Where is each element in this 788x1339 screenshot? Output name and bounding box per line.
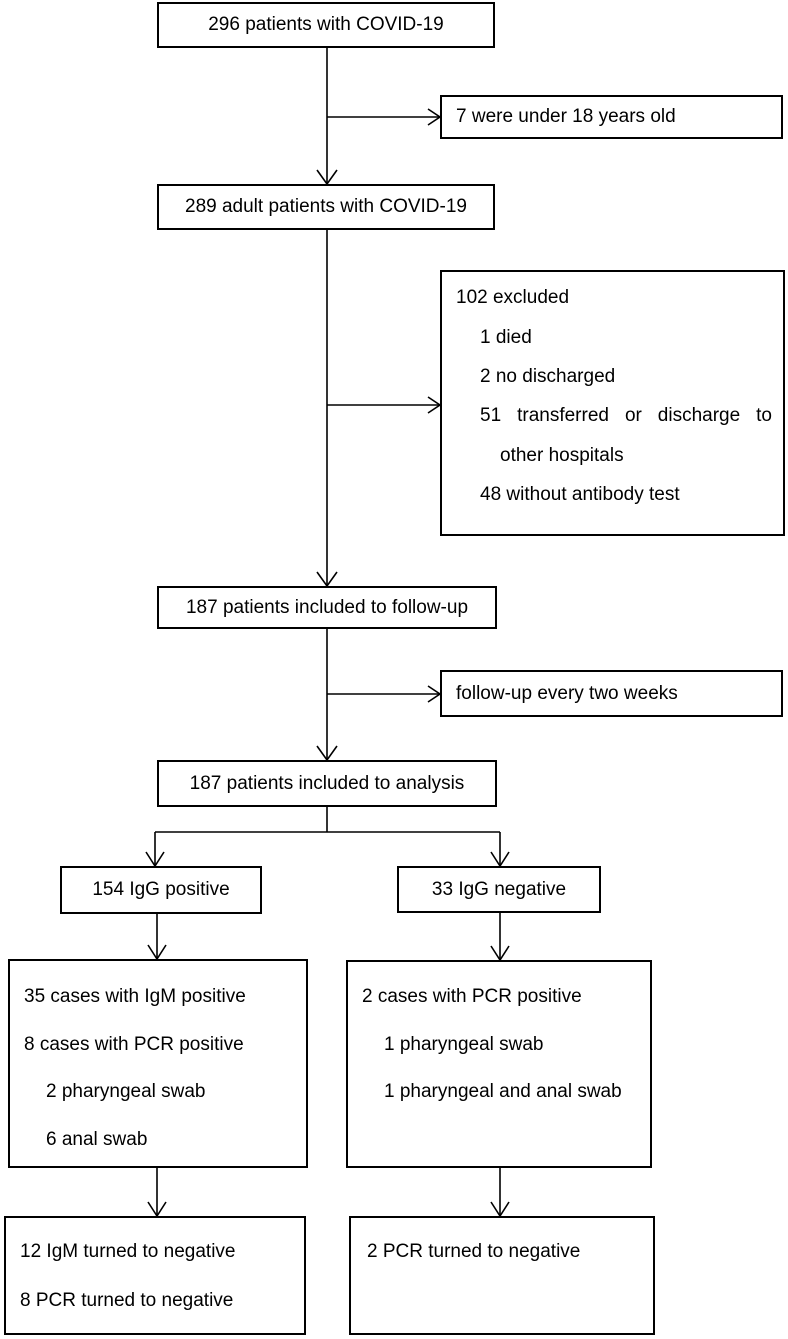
negative-detail-line: 1 pharyngeal and anal swab: [384, 1081, 622, 1102]
excluded-item: 48 without antibody test: [480, 484, 680, 505]
box-positive-detail: 35 cases with IgM positive 8 cases with …: [8, 959, 308, 1168]
box-excluded: 102 excluded 1 died 2 no discharged 51 t…: [440, 270, 785, 536]
negative-outcome-line: 2 PCR turned to negative: [367, 1241, 581, 1262]
box-negative-detail: 2 cases with PCR positive 1 pharyngeal s…: [346, 960, 652, 1168]
box-under-18-excluded: 7 were under 18 years old: [440, 95, 783, 139]
box-total-patients-text: 296 patients with COVID-19: [208, 14, 444, 35]
positive-detail-line: 8 cases with PCR positive: [24, 1034, 244, 1055]
excluded-item: 51 transferred or discharge to: [480, 405, 772, 426]
box-positive-outcome: 12 IgM turned to negative 8 PCR turned t…: [4, 1216, 306, 1335]
box-adult-patients: 289 adult patients with COVID-19: [157, 184, 495, 230]
box-total-patients: 296 patients with COVID-19: [157, 2, 495, 48]
excluded-title: 102 excluded: [456, 287, 570, 308]
positive-outcome-line: 12 IgM turned to negative: [20, 1241, 236, 1262]
excluded-item: other hospitals: [500, 445, 624, 466]
box-under-18-text: 7 were under 18 years old: [456, 106, 676, 127]
negative-detail-line: 2 cases with PCR positive: [362, 986, 582, 1007]
box-igg-positive-text: 154 IgG positive: [92, 879, 230, 900]
positive-detail-line: 2 pharyngeal swab: [46, 1081, 206, 1102]
box-negative-outcome: 2 PCR turned to negative: [349, 1216, 655, 1335]
box-adult-patients-text: 289 adult patients with COVID-19: [185, 196, 467, 217]
excluded-item: 2 no discharged: [480, 366, 616, 387]
box-analysis: 187 patients included to analysis: [157, 760, 497, 807]
box-igg-negative: 33 IgG negative: [397, 866, 601, 913]
box-followup-text: 187 patients included to follow-up: [185, 596, 469, 618]
box-followup-note-text: follow-up every two weeks: [456, 682, 678, 704]
box-followup-note: follow-up every two weeks: [440, 670, 783, 717]
box-igg-negative-text: 33 IgG negative: [431, 878, 567, 900]
excluded-item: 1 died: [480, 327, 532, 348]
box-followup: 187 patients included to follow-up: [157, 586, 497, 629]
positive-detail-line: 35 cases with IgM positive: [24, 986, 246, 1007]
box-analysis-text: 187 patients included to analysis: [189, 772, 465, 794]
positive-detail-line: 6 anal swab: [46, 1129, 148, 1150]
positive-outcome-line: 8 PCR turned to negative: [20, 1290, 234, 1311]
negative-detail-line: 1 pharyngeal swab: [384, 1034, 544, 1055]
box-igg-positive: 154 IgG positive: [60, 866, 262, 914]
